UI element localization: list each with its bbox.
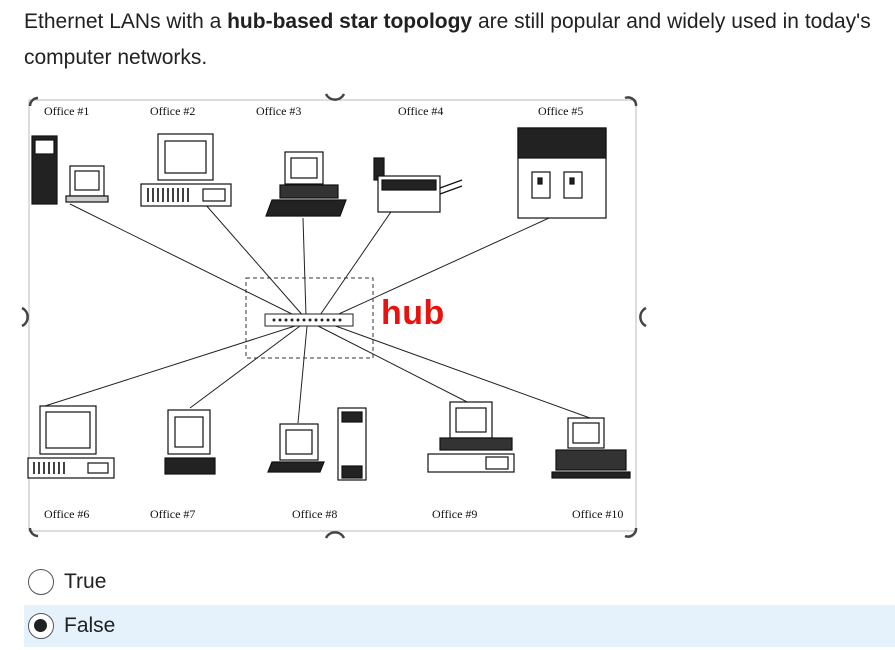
office-label: Office #10	[572, 507, 624, 521]
option-true-label: True	[64, 570, 107, 593]
question-text-before: Ethernet LANs with a	[24, 10, 228, 33]
office-label: Office #2	[150, 104, 196, 118]
option-false[interactable]: False	[24, 605, 895, 647]
question-text-bold: hub-based star topology	[227, 10, 473, 33]
office-label: Office #3	[256, 104, 302, 118]
question-text-after: are still popular and widely used in tod…	[24, 10, 871, 69]
hub-label: hub	[381, 294, 445, 332]
network-diagram-image[interactable]: hub Office #1 Office #2 Office #3 Office…	[0, 88, 660, 540]
option-false-label: False	[64, 614, 116, 637]
office-label: Office #6	[44, 507, 90, 521]
question-text: Ethernet LANs with a hub-based star topo…	[24, 4, 894, 76]
network-diagram-drawing	[21, 93, 647, 539]
office-label: Office #9	[432, 507, 478, 521]
option-true[interactable]: True	[24, 561, 895, 603]
office-label: Office #8	[292, 507, 338, 521]
radio-false[interactable]	[28, 613, 54, 639]
office-label: Office #1	[44, 104, 90, 118]
office-label: Office #4	[398, 104, 444, 118]
office-label: Office #5	[538, 104, 584, 118]
office-label: Office #7	[150, 507, 196, 521]
radio-true[interactable]	[28, 569, 54, 595]
